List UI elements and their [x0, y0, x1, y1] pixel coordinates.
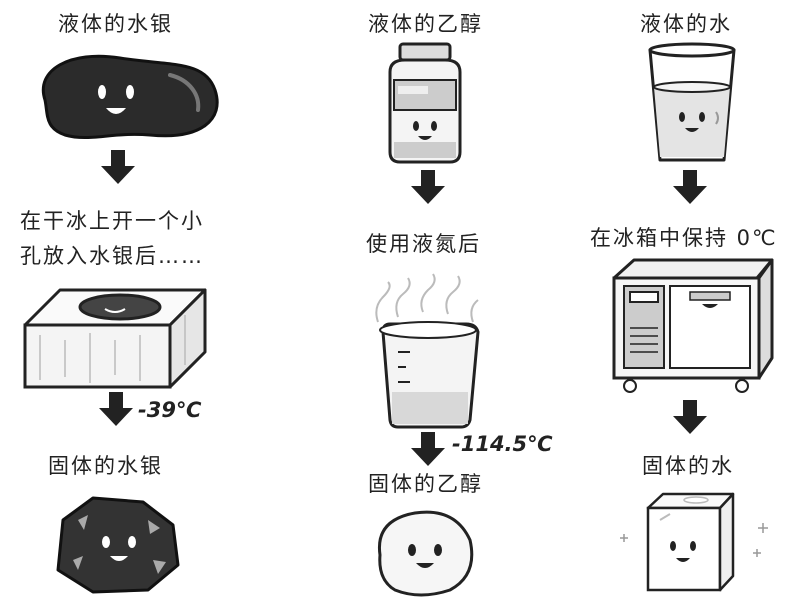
mercury-liquid-label: 液体的水银 — [58, 12, 173, 36]
ethanol-liquid-label: 液体的乙醇 — [368, 12, 483, 36]
ethanol-solid-label: 固体的乙醇 — [368, 472, 483, 496]
dry-ice-block — [23, 288, 207, 389]
mercury-solid-label: 固体的水银 — [48, 454, 163, 478]
glass-of-water — [648, 42, 736, 162]
ethanol-freezing-temperature: -114.5℃ — [452, 432, 553, 456]
ethanol-step-label: 使用液氮后 — [366, 232, 481, 256]
down-arrow-icon — [101, 150, 135, 184]
down-arrow-icon — [411, 170, 445, 204]
ethanol-bottle — [388, 42, 462, 164]
down-arrow-icon — [411, 432, 445, 466]
water-solid-label: 固体的水 — [642, 454, 734, 478]
water-step-label: 在冰箱中保持 0℃ — [590, 226, 778, 250]
ice-cube — [620, 492, 768, 592]
down-arrow-icon — [99, 392, 133, 426]
mercury-freezing-temperature: -39℃ — [138, 398, 202, 422]
liquid-mercury-blob — [41, 54, 219, 140]
down-arrow-icon — [673, 170, 707, 204]
water-liquid-label: 液体的水 — [640, 12, 732, 36]
down-arrow-icon — [673, 400, 707, 434]
solid-ethanol-lump — [377, 510, 474, 597]
freezer-cabinet — [612, 258, 774, 393]
beaker-with-vapor — [375, 273, 480, 429]
mercury-step-label-line2: 孔放入水银后…… — [20, 244, 204, 268]
mercury-step-label-line1: 在干冰上开一个小 — [20, 209, 204, 233]
solid-mercury-rock — [56, 496, 180, 594]
